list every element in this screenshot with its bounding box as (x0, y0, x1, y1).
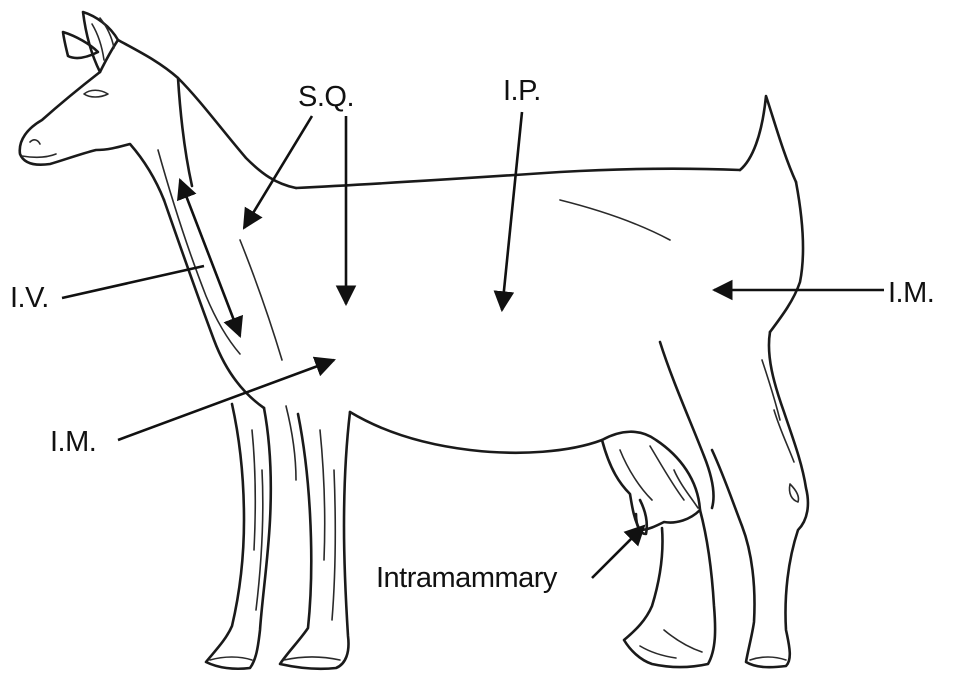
label-intramammary: Intramammary (376, 562, 558, 594)
goat-eye (84, 90, 108, 97)
ip-pointer (502, 112, 522, 310)
label-ip: I.P. (503, 75, 541, 107)
goat-rump (770, 182, 803, 332)
intramammary-pointer (592, 526, 644, 578)
goat-front-leg-near (206, 404, 271, 669)
label-iv: I.V. (10, 282, 49, 314)
label-im-rear: I.M. (888, 277, 934, 309)
goat-hoof-front-near (210, 657, 252, 660)
injection-labels: S.Q. I.P. I.V. I.M. I.M. Intramammary (10, 75, 934, 594)
goat-back (296, 169, 740, 188)
goat-hoof-hind (750, 657, 786, 660)
sq-pointer-neck (244, 116, 312, 228)
iv-pointer (180, 180, 240, 336)
injection-pointers (62, 112, 884, 578)
goat-chest (164, 200, 264, 408)
goat-ear-front (63, 32, 98, 58)
label-sq: S.Q. (298, 81, 354, 113)
goat-hoof-front-far (284, 657, 340, 660)
goat-front-leg-far (280, 412, 350, 669)
goat-hind-leg-front (660, 342, 714, 508)
label-im-front: I.M. (50, 426, 96, 458)
goat-jugular-groove (158, 150, 240, 354)
goat-belly (350, 412, 602, 453)
goat-tail (740, 96, 796, 182)
iv-leader (62, 266, 204, 298)
